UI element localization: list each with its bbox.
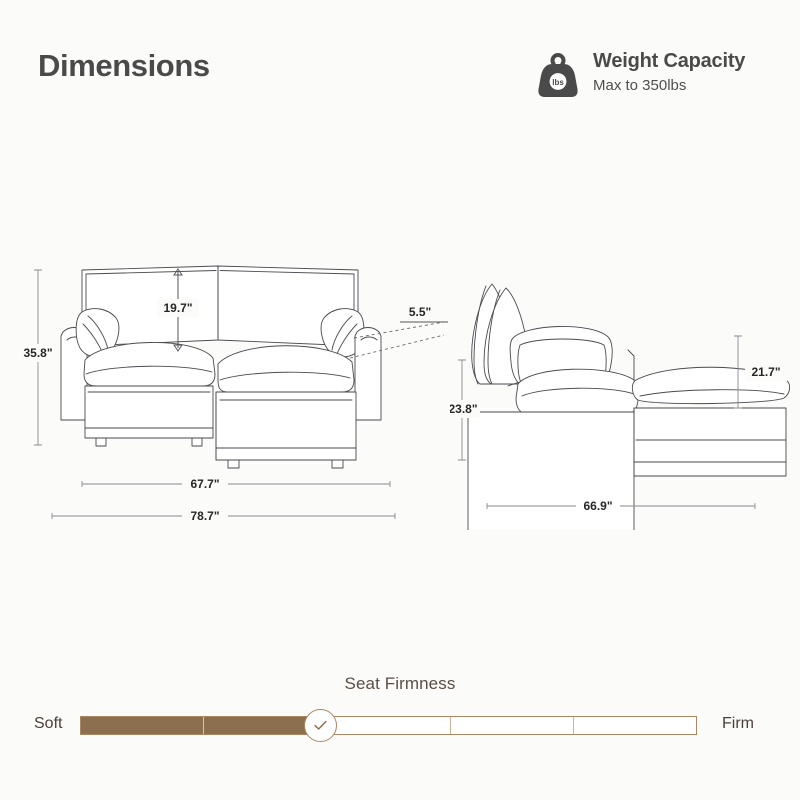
front-sofa-outline xyxy=(60,265,382,469)
dimension-back-height-label: 19.7" xyxy=(163,301,192,315)
dimension-overall-height-label: 35.8" xyxy=(23,346,52,360)
dimension-overall-depth-label: 66.9" xyxy=(583,499,612,513)
dimension-seat-height-label: 23.8" xyxy=(450,402,478,416)
firmness-track[interactable] xyxy=(80,716,697,735)
side-view-drawing: 23.8" 21.7" 66.9" xyxy=(450,283,790,530)
dimension-seat-width: 67.7" xyxy=(81,477,391,491)
dimension-overall-depth: 66.9" xyxy=(486,499,756,513)
dimension-seat-height: 23.8" xyxy=(450,359,480,461)
weight-capacity-block: lbs Weight Capacity Max to 350lbs xyxy=(536,48,745,100)
firmness-segment-3[interactable] xyxy=(327,717,451,734)
firmness-soft-label: Soft xyxy=(34,715,63,732)
dimension-overall-width-label: 78.7" xyxy=(190,509,219,523)
dimension-overall-width: 78.7" xyxy=(51,509,396,523)
weight-kettlebell-icon: lbs xyxy=(538,53,578,97)
front-view-drawing: 35.8" 19.7" 5.5" 67.7" 78.7" xyxy=(20,265,448,523)
dimension-arm-width-label: 5.5" xyxy=(409,305,431,319)
dimension-arm-width: 5.5" xyxy=(349,302,448,359)
firmness-segment-5[interactable] xyxy=(573,717,697,734)
dimension-chaise-height: 21.7" xyxy=(734,335,787,409)
firmness-firm-label: Firm xyxy=(722,715,754,732)
weight-icon-label: lbs xyxy=(552,78,564,87)
firmness-knob[interactable] xyxy=(304,709,337,742)
firmness-segment-4[interactable] xyxy=(450,717,574,734)
check-icon xyxy=(314,720,327,730)
dimension-back-height: 19.7" xyxy=(157,268,199,352)
weight-capacity-text: Weight Capacity Max to 350lbs xyxy=(593,48,745,98)
firmness-segment-1[interactable] xyxy=(81,717,205,734)
weight-capacity-subtitle: Max to 350lbs xyxy=(593,77,687,94)
weight-capacity-title: Weight Capacity xyxy=(593,50,746,72)
dimension-overall-height: 35.8" xyxy=(20,269,56,446)
seat-firmness-title: Seat Firmness xyxy=(344,674,456,693)
seat-firmness-control[interactable]: Soft Firm xyxy=(0,706,800,748)
side-sofa-outline xyxy=(467,283,790,530)
dimension-chaise-height-label: 21.7" xyxy=(751,365,780,379)
page-title: Dimensions xyxy=(38,48,210,83)
dimension-seat-width-label: 67.7" xyxy=(190,477,219,491)
